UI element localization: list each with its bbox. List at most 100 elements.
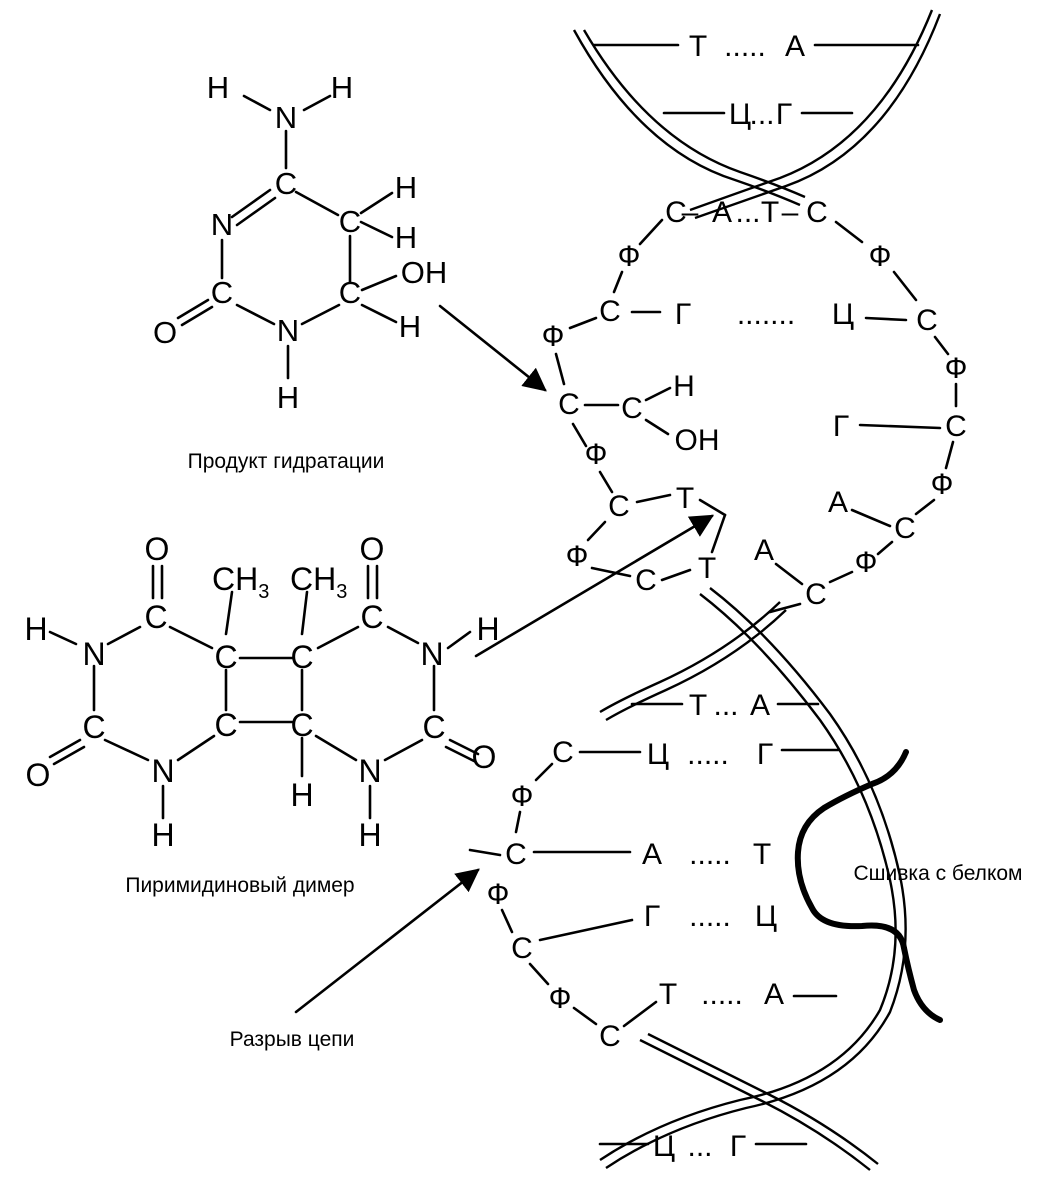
- phosphate-f: Ф: [511, 780, 534, 813]
- base-label: Ц: [729, 98, 751, 131]
- base-label: А: [750, 689, 770, 722]
- atom-h: H: [290, 777, 313, 813]
- atom-h: H: [476, 611, 499, 647]
- backbone-bond: [572, 1006, 598, 1026]
- atom-h: H: [151, 817, 174, 853]
- base-label: Г: [675, 298, 691, 331]
- phosphate-f: Ф: [855, 546, 878, 579]
- base-pair-row: С Г ..... Ц: [511, 900, 777, 965]
- atom-n: N: [420, 636, 443, 672]
- bond-dash: –: [782, 196, 799, 229]
- protein-chain: [794, 749, 943, 1023]
- base-pair-row: Т ... А: [630, 689, 820, 722]
- sugar-c: С: [894, 512, 916, 545]
- atom-o: O: [145, 531, 170, 567]
- bond-dash: –: [682, 196, 699, 229]
- sugar-c: С: [608, 490, 630, 523]
- atom-n: N: [358, 753, 381, 789]
- base-pair-row: С Т ..... А: [599, 978, 838, 1053]
- hydration-arrow: [438, 304, 547, 392]
- phosphate-f: Ф: [549, 982, 572, 1015]
- sugar-c: С: [805, 578, 827, 611]
- strand-break-arrow: [294, 868, 480, 1014]
- atom-c: C: [339, 204, 361, 239]
- sugar-c: С: [505, 838, 527, 871]
- hydrogen-bond-dots: .....: [687, 738, 729, 771]
- hydroxyl-group: OH: [401, 255, 448, 290]
- base-label: А: [754, 534, 774, 567]
- phosphate-f: Ф: [542, 320, 565, 353]
- atom-c: C: [290, 707, 313, 743]
- hydrogen-bond-dots: .....: [689, 900, 731, 933]
- base-pair-row: Ц ... Г: [598, 1130, 808, 1163]
- atom-h: H: [24, 611, 47, 647]
- base-label: Ц: [653, 1130, 675, 1163]
- protein-crosslink-label: Сшивка с белком: [854, 862, 1023, 885]
- base-label: Г: [730, 1130, 746, 1163]
- hydrogen-bond-dots: ...: [735, 196, 760, 229]
- atom-h: H: [207, 70, 229, 105]
- hydration-h: H: [673, 370, 695, 403]
- backbone-bond: [534, 762, 554, 782]
- methyl-group: CH3: [212, 561, 269, 603]
- base-label: Г: [757, 738, 773, 771]
- phosphate-f: Ф: [487, 878, 510, 911]
- base-label: А: [764, 978, 784, 1011]
- base-label: Ц: [755, 900, 777, 933]
- sugar-c: С: [916, 304, 938, 337]
- base-pair-row: Т ..... А: [592, 30, 920, 63]
- base-label: Г: [776, 98, 792, 131]
- base-label: Г: [833, 410, 849, 443]
- pyrimidine-dimer-structure: O O CH3 CH3 H N C C C C N H C O C C C O …: [24, 531, 499, 897]
- dimer-base-t: Т: [676, 482, 694, 515]
- backbone-bond: [514, 810, 522, 834]
- base-label: Ц: [647, 738, 669, 771]
- sugar-c: С: [806, 196, 828, 229]
- dna-helix-backbone: [572, 9, 942, 1171]
- phosphate-f: Ф: [931, 468, 954, 501]
- base-pair-row: С Ц ..... Г: [552, 736, 840, 771]
- atom-h: H: [399, 309, 421, 344]
- atom-n: N: [82, 636, 105, 672]
- atom-c: C: [290, 639, 313, 675]
- hydrogen-bond-dots: ...: [687, 1130, 712, 1163]
- hydrogen-bond-dots: .....: [724, 30, 766, 63]
- hydration-oh: OH: [675, 424, 720, 457]
- atom-c: C: [339, 275, 361, 310]
- sugar-c: С: [552, 736, 574, 769]
- atom-c: C: [275, 166, 297, 201]
- sugar-c: С: [945, 410, 967, 443]
- sugar-c: С: [621, 392, 643, 425]
- atom-c: C: [214, 707, 237, 743]
- atom-h: H: [277, 380, 299, 415]
- atom-h: H: [331, 70, 353, 105]
- base-pair-row: С А ..... Т: [468, 838, 771, 871]
- hydration-product-structure: H H N C N C H H C O N C OH H H Продукт г…: [153, 70, 447, 473]
- base-label: А: [828, 486, 848, 519]
- atom-o: O: [153, 315, 177, 350]
- sugar-c: С: [511, 932, 533, 965]
- phosphate-f: Ф: [945, 352, 968, 385]
- damaged-loop-region: С – А ... Т – С Ф С Г ....... Ц Ф С С H …: [542, 196, 968, 614]
- hydrogen-bond-dots: .....: [701, 978, 743, 1011]
- atom-o: O: [360, 531, 385, 567]
- sugar-c: С: [635, 564, 657, 597]
- atom-h: H: [395, 170, 417, 205]
- hydrogen-bond-dots: ...: [713, 689, 738, 722]
- base-label: Т: [689, 689, 707, 722]
- atom-n: N: [151, 753, 174, 789]
- pyrimidine-dimer-caption: Пиримидиновый димер: [125, 874, 354, 897]
- base-pair-row: Ц ... Г: [662, 98, 854, 131]
- base-label: Ц: [832, 298, 854, 331]
- atom-o: O: [472, 739, 497, 775]
- dimer-arrow: [474, 514, 715, 658]
- base-label: Т: [689, 30, 707, 63]
- base-label: А: [642, 838, 662, 871]
- hydrogen-bond-dots: .......: [737, 298, 795, 331]
- phosphate-f: Ф: [566, 540, 589, 573]
- phosphate-f: Ф: [618, 240, 641, 273]
- atom-c: C: [422, 709, 445, 745]
- sugar-c: С: [599, 1020, 621, 1053]
